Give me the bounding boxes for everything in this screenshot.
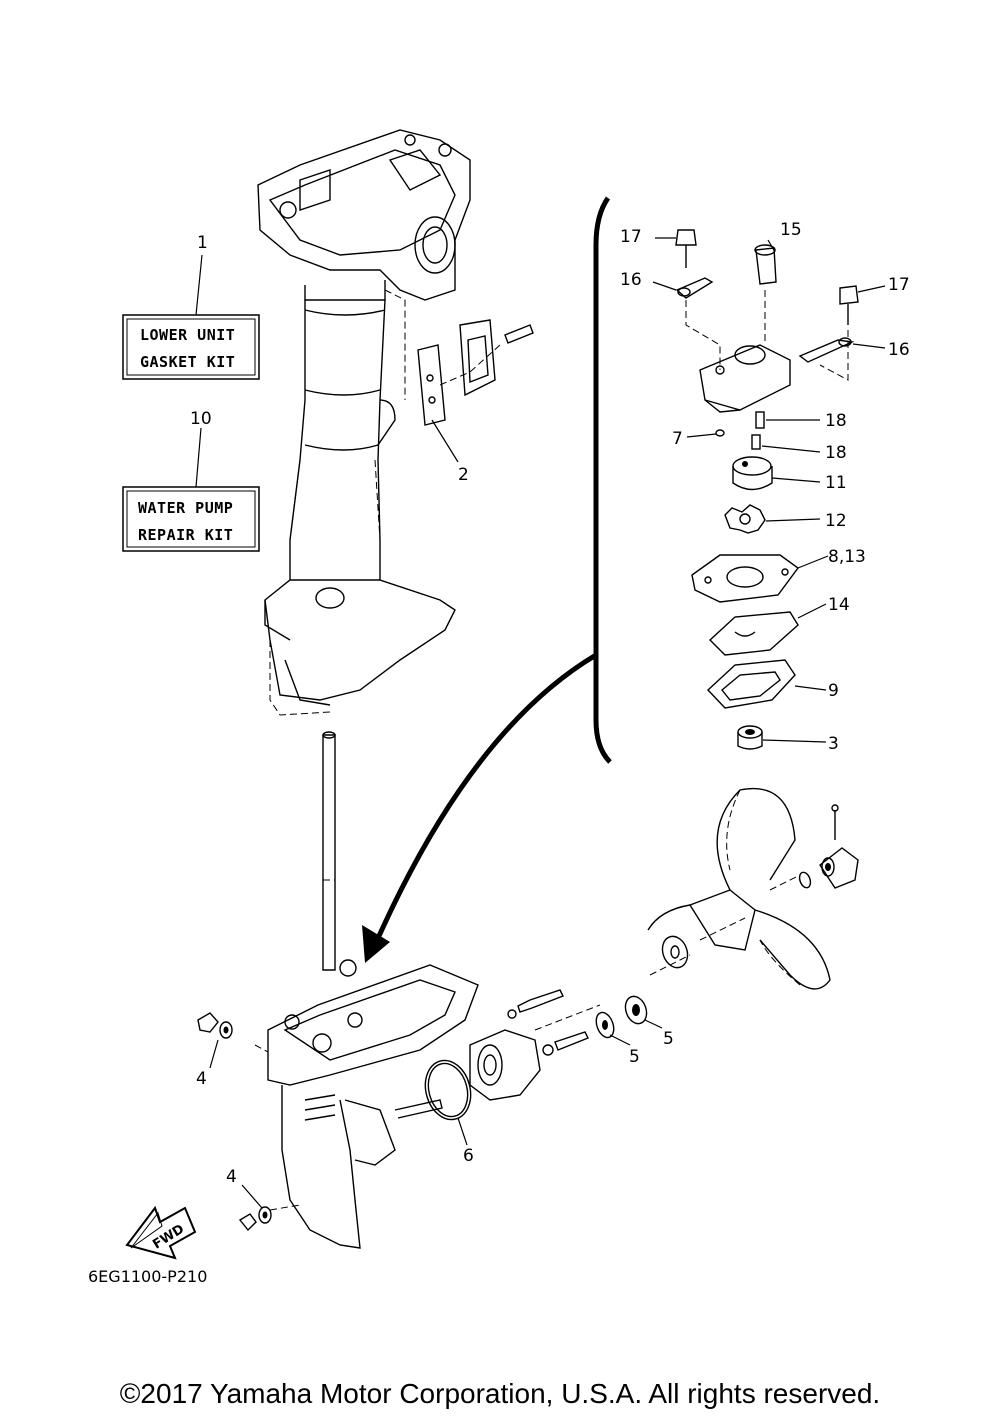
kit-label-line1: WATER PUMP [138, 499, 233, 517]
callout-6: 6 [463, 1146, 474, 1166]
callout-15: 15 [780, 220, 802, 240]
copyright-notice: ©2017 Yamaha Motor Corporation, U.S.A. A… [119, 1378, 881, 1409]
callout-18: 18 [825, 411, 847, 431]
water-pump-drawing [652, 229, 886, 750]
lower-casing-drawing [254, 959, 479, 1249]
part-6-drawing [424, 1059, 472, 1146]
prop-shaft-housing-drawing [469, 989, 601, 1101]
kit-box-water-pump-repair [122, 427, 260, 552]
fwd-label: FWD [150, 1222, 187, 1253]
callout-9: 9 [828, 681, 839, 701]
callout-16: 16 [888, 340, 910, 360]
callout-12: 12 [825, 511, 847, 531]
kit-ref-10: 10 [190, 409, 212, 429]
callout-3: 3 [828, 734, 839, 754]
drive-shaft-drawing [322, 731, 336, 971]
kit-box-lower-unit-gasket [122, 254, 260, 380]
callout-17: 17 [888, 275, 910, 295]
diagram-code: 6EG1100-P210 [88, 1267, 207, 1286]
callout-4: 4 [196, 1069, 207, 1089]
part-5-drawing [595, 995, 663, 1046]
callout-7: 7 [672, 429, 683, 449]
fwd-arrow-icon [125, 1205, 197, 1260]
kit-label-line2: REPAIR KIT [138, 526, 233, 544]
callout-18: 18 [825, 443, 847, 463]
detail-bracket [362, 196, 612, 963]
callout-4: 4 [226, 1167, 237, 1187]
part-2-drawing [384, 289, 534, 426]
kit-label-line2: GASKET KIT [140, 353, 235, 371]
kit-ref-1: 1 [197, 233, 208, 253]
part-4-drawing [197, 1012, 272, 1232]
upper-casing-drawing [257, 129, 471, 716]
kit-label-line1: LOWER UNIT [140, 326, 235, 344]
propeller-drawing [647, 788, 859, 990]
callout-8-13: 8,13 [828, 547, 866, 567]
callout-2: 2 [458, 465, 469, 485]
callout-14: 14 [828, 595, 850, 615]
callout-11: 11 [825, 473, 847, 493]
callout-16: 16 [620, 270, 642, 290]
callout-5: 5 [629, 1047, 640, 1067]
callout-17: 17 [620, 227, 642, 247]
callout-5: 5 [663, 1029, 674, 1049]
